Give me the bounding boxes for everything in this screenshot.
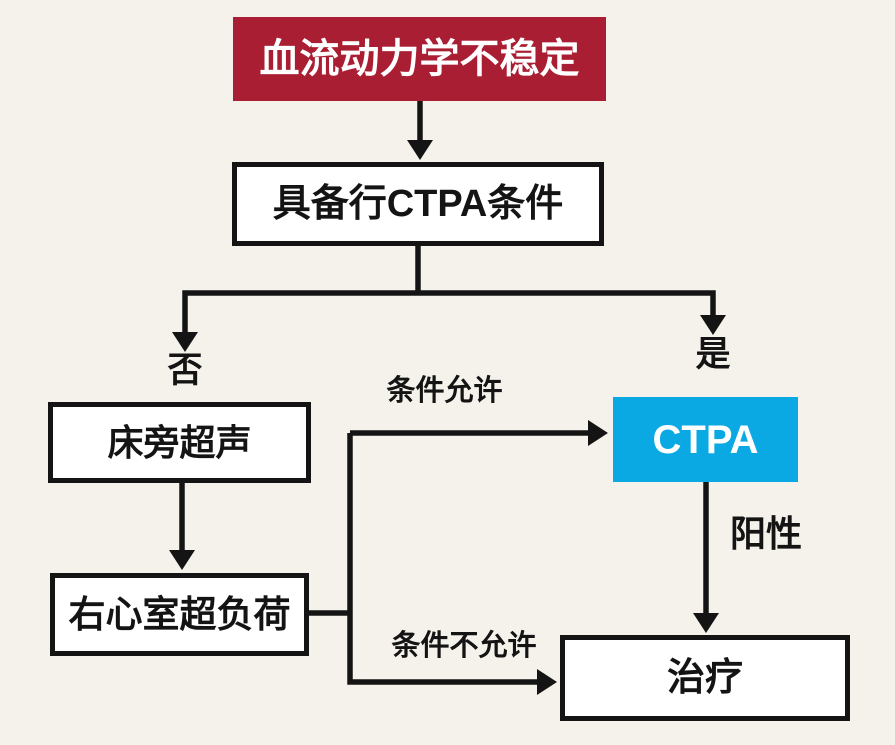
edge-label-yes: 是 [695,335,731,374]
node-ctpa-condition: 具备行CTPA条件 [232,162,604,246]
arrowhead-into-rv [169,550,195,570]
arrowhead-into-ctpa [588,420,608,446]
node-hemodynamically-unstable: 血流动力学不稳定 [233,17,606,101]
arrowhead-into-treatment-top [693,613,719,633]
arrowhead-into-treatment-left [537,669,557,695]
node-rv-overload: 右心室超负荷 [50,573,309,656]
edge-branch [182,243,716,336]
edge-label-no: 否 [167,351,203,390]
node-bedside-ultrasound: 床旁超声 [48,402,311,483]
edge-label-positive: 阳性 [729,513,802,554]
arrowhead-no [172,332,198,352]
arrowhead-into-condition [407,140,433,160]
edge-rv-junction [308,430,590,685]
arrowhead-yes [700,315,726,335]
node-treatment: 治疗 [560,635,850,721]
edge-label-condition-not-allows: 条件不允许 [391,630,537,662]
node-ctpa: CTPA [613,397,798,482]
edge-label-condition-allows: 条件允许 [386,375,503,407]
